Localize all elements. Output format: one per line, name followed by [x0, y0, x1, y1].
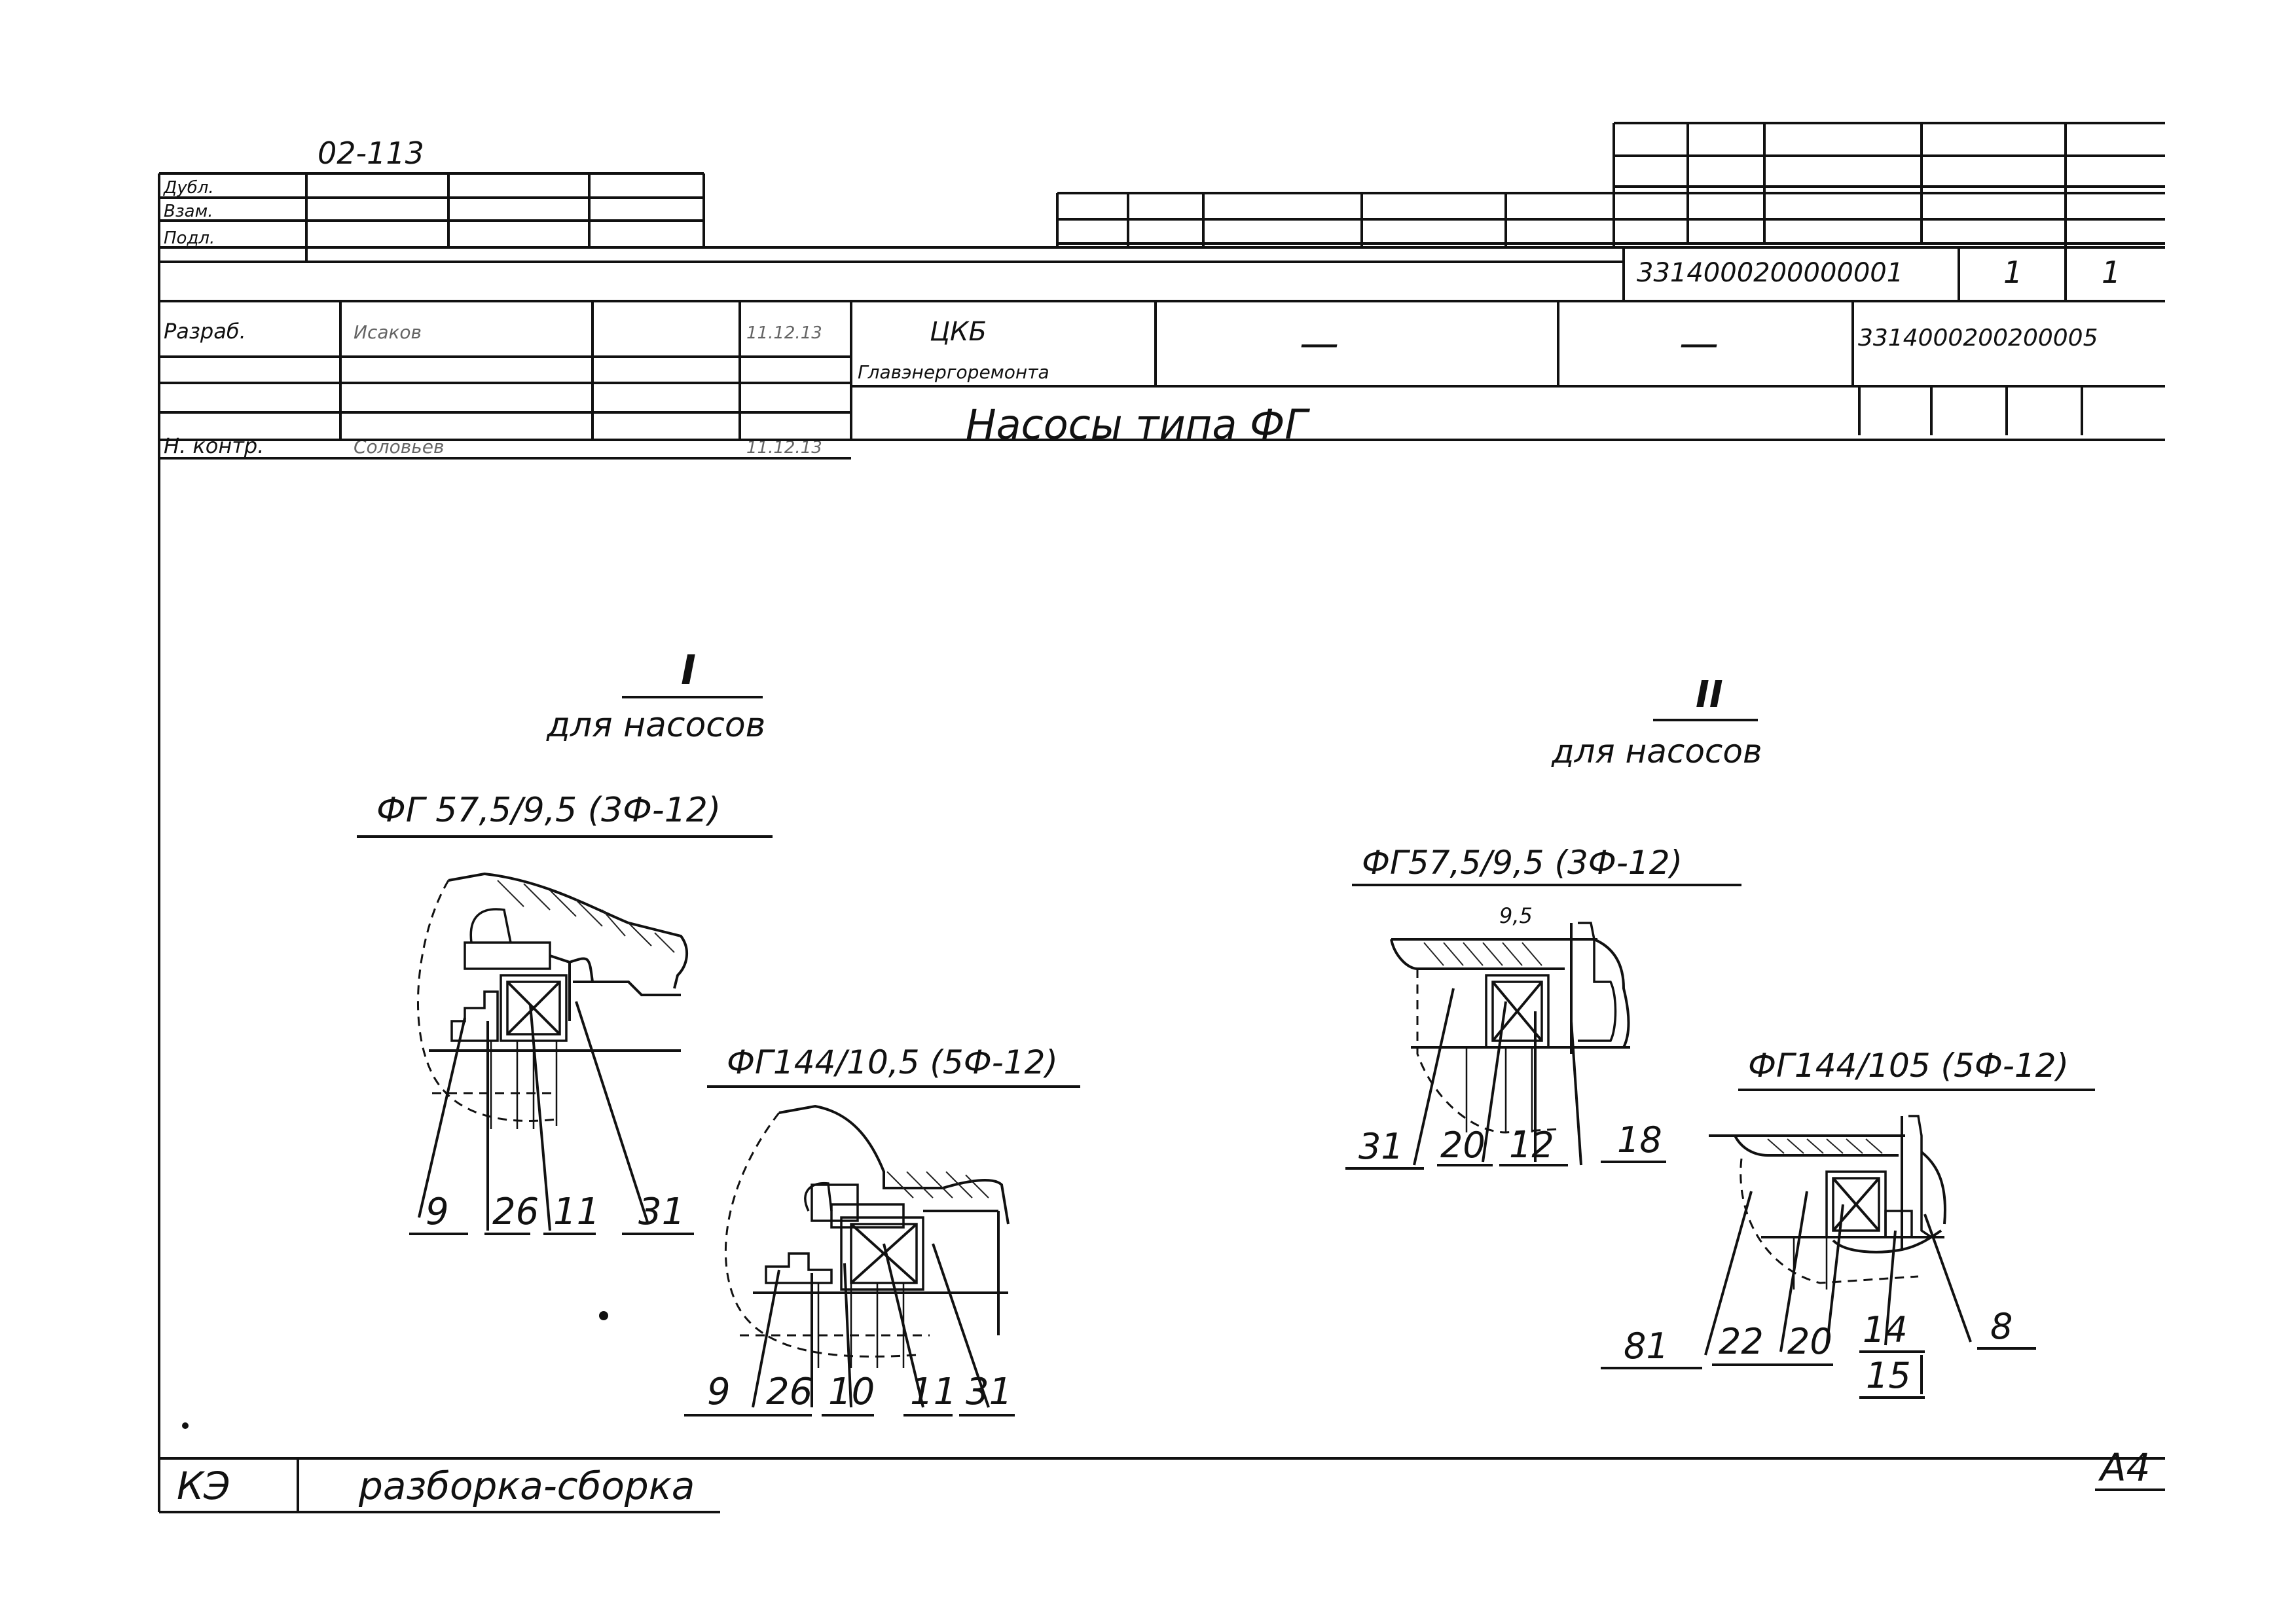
- callout-1a-31: 31: [638, 1191, 685, 1233]
- detail-1a-drawing: [416, 872, 689, 1231]
- callout-2a-31: 31: [1358, 1126, 1404, 1167]
- callout-2b-15: 15: [1866, 1355, 1911, 1396]
- norm-control-date: 11.12.13: [746, 438, 822, 458]
- callout-1a-9: 9: [426, 1191, 449, 1233]
- doc-code-top: 3314000200000001: [1637, 258, 1903, 288]
- callout-2a-12: 12: [1509, 1125, 1554, 1166]
- detail-2a-drawing: [1390, 922, 1630, 1166]
- org-line-2: Главэнергоремонта: [858, 361, 1049, 383]
- label-dubl: Дубл.: [163, 178, 214, 198]
- callout-1a-26: 26: [492, 1191, 539, 1233]
- detail-2b-drawing: [1704, 1115, 1972, 1356]
- footer-code: КЭ: [177, 1464, 230, 1508]
- detail-1b-drawing: [724, 1104, 1010, 1408]
- norm-control-name: Соловьёв: [354, 436, 444, 458]
- label-podl: Подл.: [164, 228, 215, 248]
- callout-2b-8: 8: [1990, 1306, 2013, 1347]
- title-block: [159, 301, 2165, 441]
- section-1-detail-a-label: ФГ 57,5/9,5 (3Ф-12): [376, 791, 721, 830]
- doc-code-right: 3314000200200005: [1858, 325, 2098, 352]
- dash-cell-2: —: [1679, 321, 1719, 367]
- org-line-1: ЦКБ: [930, 317, 987, 347]
- sheets-total: 1: [2102, 255, 2121, 290]
- label-vzam: Взам.: [164, 202, 213, 221]
- callout-1b-31: 31: [966, 1371, 1012, 1413]
- callout-2b-14: 14: [1863, 1309, 1908, 1350]
- footer-format: А4: [2098, 1445, 2151, 1490]
- section-2-dimension: 9,5: [1499, 903, 1533, 928]
- document-title: Насосы типа ФГ: [966, 401, 1310, 448]
- section-1-subtitle: для насосов: [546, 706, 765, 745]
- section-2-detail-a-label: ФГ57,5/9,5 (3Ф-12): [1362, 844, 1683, 882]
- callout-1b-26: 26: [766, 1371, 812, 1413]
- callout-1a-11: 11: [553, 1191, 600, 1233]
- section-2-numeral: II: [1696, 674, 1723, 716]
- callout-1b-10: 10: [828, 1371, 875, 1413]
- callout-2b-22: 22: [1719, 1321, 1764, 1362]
- archive-number: 02-113: [318, 135, 424, 171]
- developed-name: Исаков: [354, 321, 422, 343]
- left-stamp-block: [159, 172, 705, 262]
- label-norm-control: Н. контр.: [164, 433, 264, 458]
- section-1-detail-b-label: ФГ144/10,5 (5Ф-12): [727, 1043, 1058, 1081]
- callout-1b-9: 9: [707, 1371, 731, 1413]
- callout-2b-81: 81: [1624, 1326, 1669, 1367]
- callout-2a-20: 20: [1440, 1125, 1485, 1166]
- label-developed: Разраб.: [164, 319, 246, 344]
- section-2-subtitle: для насосов: [1551, 732, 1762, 770]
- footer-operation: разборка-сборка: [358, 1464, 695, 1508]
- footer-block: [159, 1458, 720, 1513]
- callout-1b-11: 11: [910, 1371, 957, 1413]
- code-band: [159, 246, 2165, 302]
- sheet-number: 1: [2003, 255, 2022, 290]
- section-2-detail-b-label: ФГ144/105 (5Ф-12): [1748, 1047, 2069, 1085]
- developed-date: 11.12.13: [746, 323, 822, 343]
- callout-2b-20: 20: [1787, 1321, 1832, 1362]
- section-1-numeral: I: [681, 646, 696, 694]
- callout-2a-18: 18: [1617, 1119, 1662, 1161]
- top-right-grid: [1056, 122, 2165, 301]
- stray-mark: [599, 1311, 608, 1320]
- stray-mark: [182, 1422, 189, 1429]
- dash-cell-1: —: [1300, 321, 1339, 367]
